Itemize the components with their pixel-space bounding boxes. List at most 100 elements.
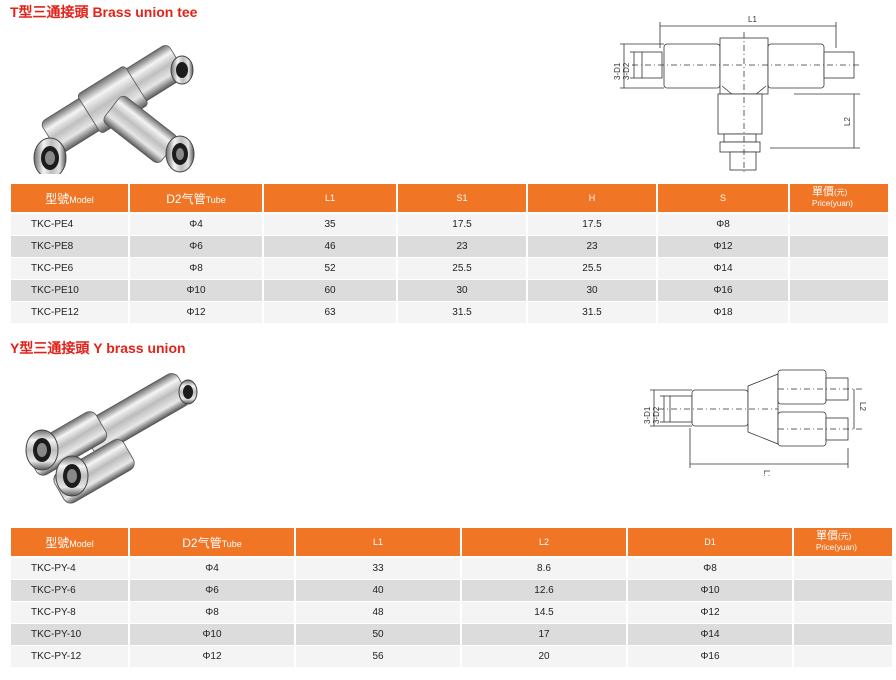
cell-tube: Φ4 — [130, 558, 294, 580]
col-header-s1: S1 — [398, 184, 526, 214]
cell-l2: 17 — [462, 624, 626, 646]
cell-price — [790, 258, 888, 280]
cell-price — [790, 280, 888, 302]
cell-l1: 50 — [296, 624, 460, 646]
cell-s: Φ8 — [658, 214, 788, 236]
cell-model: TKC-PY-6 — [11, 580, 128, 602]
cell-price — [794, 580, 892, 602]
y-drawing-d2-label: 3-D2 — [652, 406, 661, 424]
cell-h: 31.5 — [528, 302, 656, 324]
cell-l1: 48 — [296, 602, 460, 624]
cell-l2: 8.6 — [462, 558, 626, 580]
cell-d1: Φ16 — [628, 646, 792, 668]
col-header-s: S — [658, 184, 788, 214]
cell-s1: 25.5 — [398, 258, 526, 280]
y-drawing-d1-label: 3-D1 — [643, 406, 652, 424]
cell-h: 25.5 — [528, 258, 656, 280]
cell-tube: Φ4 — [130, 214, 262, 236]
y-union-section: Y型三通接頭 Y brass union — [0, 336, 896, 676]
cell-model: TKC-PE12 — [11, 302, 128, 324]
cell-s: Φ12 — [658, 236, 788, 258]
cell-model: TKC-PE4 — [11, 214, 128, 236]
cell-model: TKC-PE10 — [11, 280, 128, 302]
col-header-d1: D1 — [628, 528, 792, 558]
cell-model: TKC-PY-4 — [11, 558, 128, 580]
cell-tube: Φ10 — [130, 624, 294, 646]
cell-d1: Φ8 — [628, 558, 792, 580]
y-drawing-l1-label: L1 — [762, 470, 771, 476]
col-header-price: 單價(元)Price(yuan) — [794, 528, 892, 558]
cell-model: TKC-PE8 — [11, 236, 128, 258]
col-header-tube: D2气管Tube — [130, 184, 262, 214]
cell-s1: 17.5 — [398, 214, 526, 236]
cell-h: 23 — [528, 236, 656, 258]
col-header-model: 型號Model — [11, 528, 128, 558]
cell-price — [794, 602, 892, 624]
cell-model: TKC-PY-12 — [11, 646, 128, 668]
cell-s1: 31.5 — [398, 302, 526, 324]
cell-l1: 60 — [264, 280, 396, 302]
y-union-product-photo — [25, 373, 198, 504]
cell-tube: Φ8 — [130, 258, 262, 280]
col-header-l1: L1 — [264, 184, 396, 214]
cell-model: TKC-PY-8 — [11, 602, 128, 624]
tee-section: T型三通接頭 Brass union tee — [0, 0, 896, 330]
y-union-spec-table: 型號Model D2气管Tube L1 L2 D1 單價(元)Price(yua… — [9, 528, 894, 668]
cell-d1: Φ14 — [628, 624, 792, 646]
cell-tube: Φ6 — [130, 580, 294, 602]
cell-tube: Φ8 — [130, 602, 294, 624]
cell-s: Φ16 — [658, 280, 788, 302]
tee-drawing-d1-label: 3-D1 — [613, 62, 622, 80]
cell-tube: Φ6 — [130, 236, 262, 258]
cell-d1: Φ10 — [628, 580, 792, 602]
col-header-model: 型號Model — [11, 184, 128, 214]
col-header-h: H — [528, 184, 656, 214]
cell-model: TKC-PY-10 — [11, 624, 128, 646]
y-union-technical-drawing: L1 L2 3-D1 3-D2 — [643, 369, 867, 476]
tee-spec-table: 型號Model D2气管Tube L1 S1 H S 單價(元)Price(yu… — [9, 184, 890, 324]
cell-l1: 46 — [264, 236, 396, 258]
tee-technical-drawing: L1 L2 3-D1 3-D2 — [613, 15, 860, 172]
col-header-price: 單價(元)Price(yuan) — [790, 184, 888, 214]
cell-price — [794, 646, 892, 668]
tee-title: T型三通接頭 Brass union tee — [10, 4, 198, 20]
col-header-l2: L2 — [462, 528, 626, 558]
cell-l2: 20 — [462, 646, 626, 668]
cell-tube: Φ12 — [130, 302, 262, 324]
cell-s: Φ14 — [658, 258, 788, 280]
cell-model: TKC-PE6 — [11, 258, 128, 280]
cell-s: Φ18 — [658, 302, 788, 324]
cell-d1: Φ12 — [628, 602, 792, 624]
cell-l1: 63 — [264, 302, 396, 324]
cell-h: 17.5 — [528, 214, 656, 236]
cell-h: 30 — [528, 280, 656, 302]
table-header-row: 型號Model D2气管Tube L1 S1 H S 單價(元)Price(yu… — [11, 184, 888, 214]
cell-s1: 23 — [398, 236, 526, 258]
cell-price — [790, 302, 888, 324]
table-header-row: 型號Model D2气管Tube L1 L2 D1 單價(元)Price(yua… — [11, 528, 892, 558]
cell-l2: 12.6 — [462, 580, 626, 602]
y-drawing-l2-label: L2 — [858, 402, 867, 411]
tee-drawing-l2-label: L2 — [843, 117, 852, 126]
cell-l2: 14.5 — [462, 602, 626, 624]
cell-price — [794, 558, 892, 580]
y-union-title: Y型三通接頭 Y brass union — [10, 340, 186, 356]
cell-l1: 40 — [296, 580, 460, 602]
cell-price — [790, 236, 888, 258]
cell-tube: Φ10 — [130, 280, 262, 302]
cell-price — [794, 624, 892, 646]
cell-l1: 33 — [296, 558, 460, 580]
cell-l1: 56 — [296, 646, 460, 668]
cell-tube: Φ12 — [130, 646, 294, 668]
col-header-tube: D2气管Tube — [130, 528, 294, 558]
